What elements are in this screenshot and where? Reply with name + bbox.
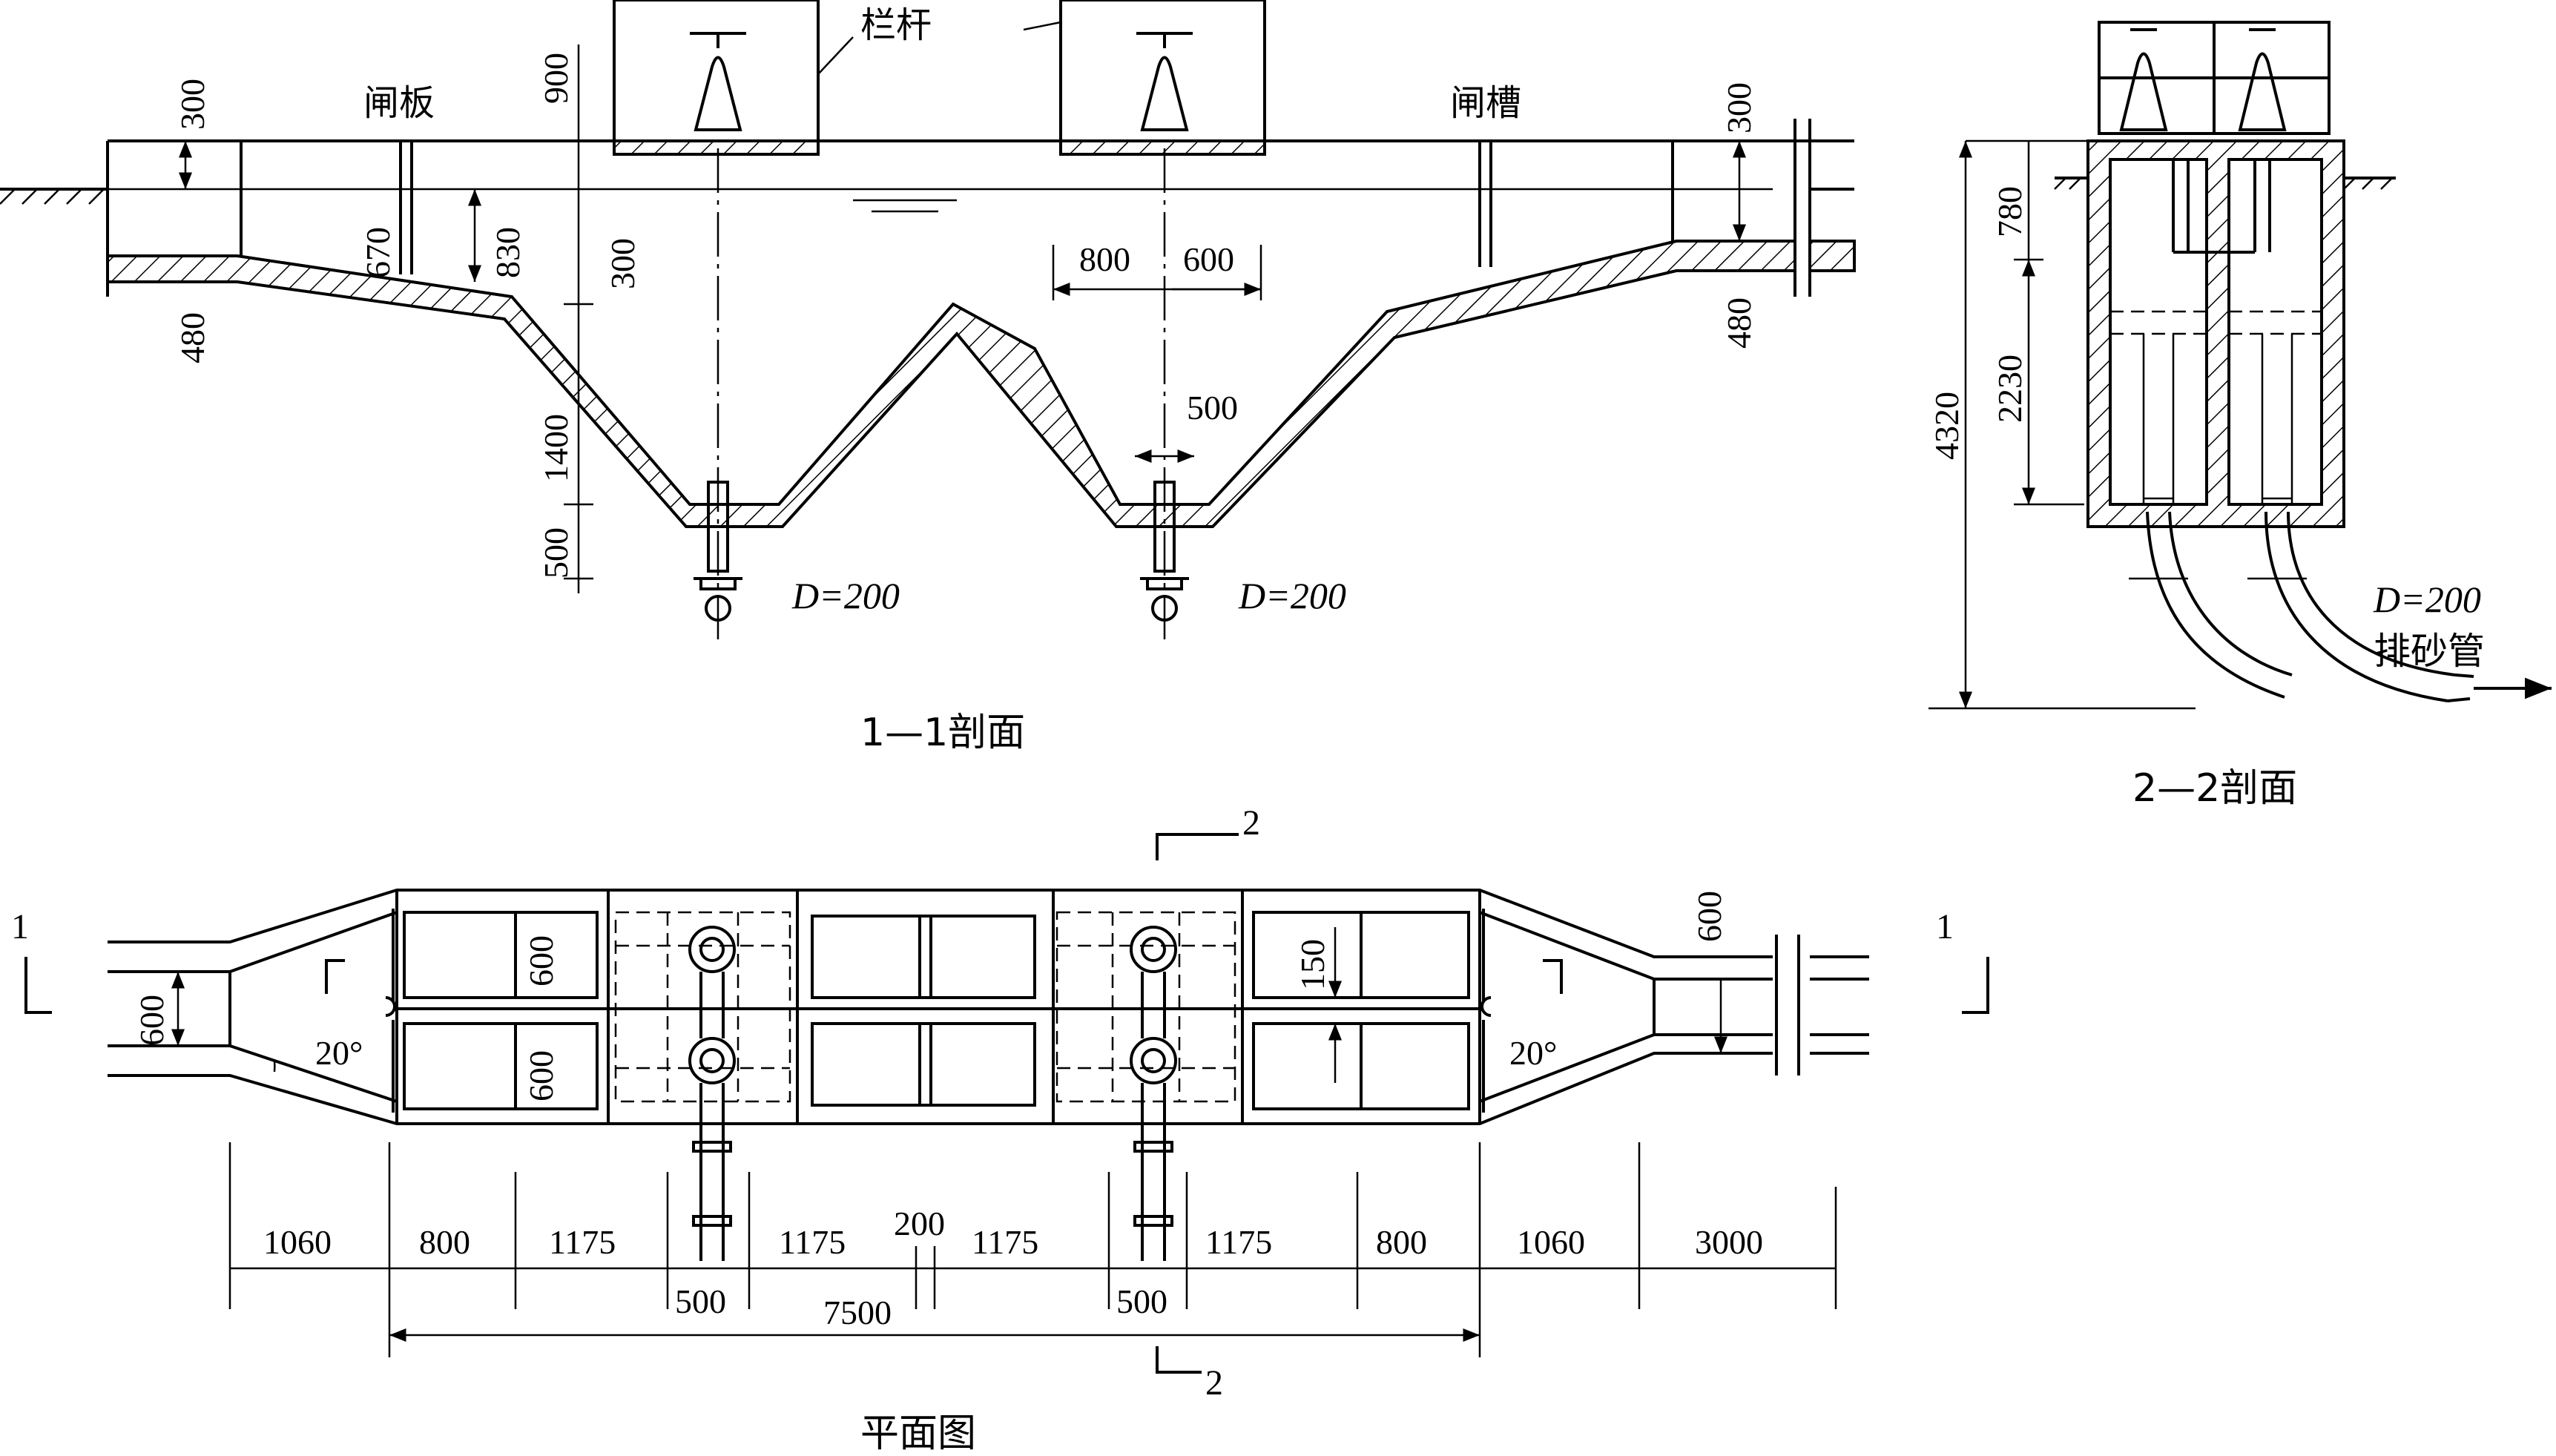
pipe-label-right: D=200: [1238, 575, 1346, 616]
bottom-dim-4: 1175: [779, 1223, 846, 1261]
dim-divider: 150: [1294, 939, 1331, 990]
angle-left: 20°: [315, 1034, 363, 1072]
drain-pipe-diameter: D=200: [2373, 579, 2481, 620]
section-1-1-title: 1—1剖面: [860, 711, 1025, 755]
drain-pipe-label: 排砂管: [2374, 630, 2485, 673]
angle-right: 20°: [1509, 1034, 1557, 1072]
dim-600: 600: [1183, 240, 1234, 278]
dim-670: 670: [359, 227, 397, 278]
bottom-dim-7: 1175: [1205, 1223, 1272, 1261]
cut-2-bottom: 2: [1205, 1363, 1223, 1403]
dim-pipe-left: 500: [675, 1282, 726, 1320]
bottom-dim-10: 3000: [1695, 1223, 1763, 1261]
dim-480-right: 480: [1720, 297, 1758, 349]
dim-500-h: 500: [1187, 389, 1238, 426]
dim-chamber-a: 600: [522, 935, 560, 986]
cut-1-right: 1: [1936, 907, 1954, 946]
pipe-label-left: D=200: [791, 575, 900, 616]
dim-900: 900: [537, 53, 575, 104]
dim-4320: 4320: [1928, 392, 1966, 460]
cut-2-top: 2: [1242, 803, 1260, 843]
bottom-dim-6: 1175: [972, 1223, 1038, 1261]
dim-830: 830: [489, 227, 527, 278]
dim-outlet-width: 600: [1690, 891, 1728, 942]
plan-view: 1 1 2 2 600 600 600 600 150 20° 20° 1060…: [11, 803, 1989, 1456]
dim-1400: 1400: [537, 414, 575, 482]
dim-inlet-width: 600: [133, 995, 171, 1046]
dim-300-right: 300: [1720, 82, 1758, 134]
dim-780: 780: [1991, 186, 2029, 237]
section-1-1: 闸板 栏杆 闸槽 300 480 670 830 900 300 1400 50…: [0, 0, 1856, 755]
dim-chamber-b: 600: [522, 1050, 560, 1101]
dim-total: 7500: [823, 1294, 892, 1331]
bottom-dim-5: 200: [894, 1205, 945, 1242]
bottom-dim-2: 800: [419, 1223, 470, 1261]
dim-300-left: 300: [174, 79, 211, 130]
dim-2230: 2230: [1991, 355, 2029, 423]
label-railing: 栏杆: [860, 4, 932, 46]
bottom-dim-1: 1060: [263, 1223, 332, 1261]
dim-480-left: 480: [174, 312, 211, 363]
bottom-dim-8: 800: [1376, 1223, 1427, 1261]
bottom-dim-3: 1175: [549, 1223, 616, 1261]
label-gate-slot: 闸槽: [1450, 82, 1521, 124]
plan-title: 平面图: [860, 1411, 976, 1456]
section-2-2-title: 2—2剖面: [2132, 766, 2297, 811]
dim-800: 800: [1079, 240, 1130, 278]
label-gate-plate: 闸板: [363, 82, 435, 124]
dim-500-v: 500: [537, 527, 575, 579]
bottom-dim-9: 1060: [1517, 1223, 1585, 1261]
cut-1-left: 1: [11, 907, 29, 946]
dim-pipe-right: 500: [1116, 1282, 1167, 1320]
section-2-2: 780 2230 4320 D=200 排砂管 2—2剖面: [1928, 21, 2552, 811]
dim-300-mid: 300: [604, 238, 642, 289]
